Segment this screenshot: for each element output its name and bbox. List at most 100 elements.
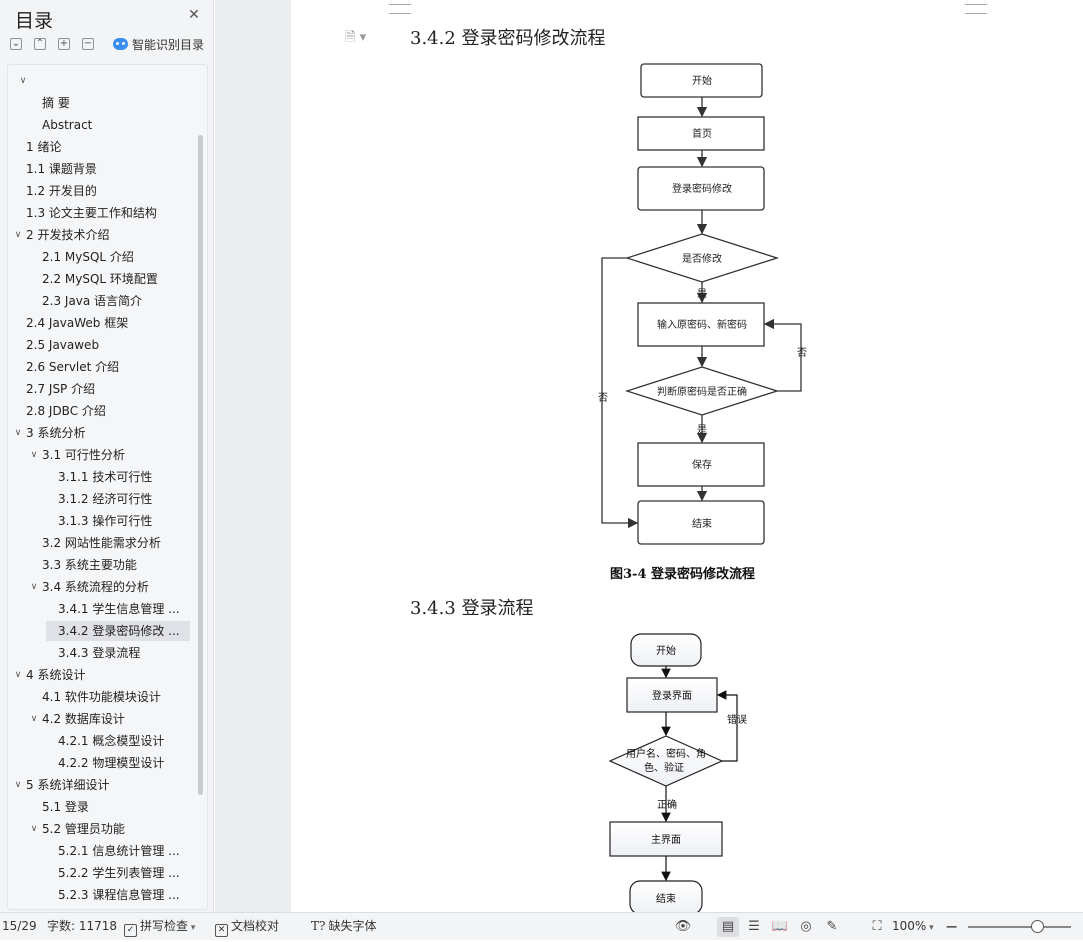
- zoom-slider-handle[interactable]: [1031, 920, 1044, 933]
- close-icon[interactable]: ✕: [188, 7, 200, 23]
- toc-item[interactable]: 3.3 系统主要功能: [42, 558, 137, 572]
- toc-item[interactable]: 3.4.3 登录流程: [58, 646, 141, 660]
- toc-item[interactable]: 2.7 JSP 介绍: [26, 382, 96, 396]
- chevron-down-icon[interactable]: ∨: [30, 714, 38, 724]
- flow-text: 错误: [727, 713, 747, 726]
- eye-icon[interactable]: 👁: [674, 919, 692, 934]
- toc-item[interactable]: 4.2 数据库设计: [42, 712, 125, 726]
- chevron-down-icon[interactable]: ∨: [30, 582, 38, 592]
- smart-toc-label: 智能识别目录: [132, 37, 205, 52]
- toc-item[interactable]: 5.1 登录: [42, 800, 89, 814]
- remove-level-icon[interactable]: −: [82, 38, 94, 50]
- missing-font-button[interactable]: T?缺失字体: [311, 913, 376, 940]
- login-screen-node: [626, 677, 718, 713]
- flow-text: 结束: [656, 892, 676, 905]
- spell-check-button[interactable]: ✓拼写检查 ▾: [124, 913, 195, 940]
- toc-list[interactable]: ∨ 摘 要 Abstract 1 绪论 1.1 课题背景 1.2 开发目的 1.3 论文主要…: [7, 64, 208, 910]
- toc-item[interactable]: 3.2 网站性能需求分析: [42, 536, 161, 550]
- toc-item[interactable]: 2.1 MySQL 介绍: [42, 250, 134, 264]
- flow-save-node: [637, 442, 765, 487]
- read-mode-icon[interactable]: 📖: [771, 919, 789, 934]
- toc-item[interactable]: 2.8 JDBC 介绍: [26, 404, 106, 418]
- zoom-out-icon[interactable]: −: [945, 917, 959, 936]
- flow-text: 否: [797, 347, 807, 359]
- chevron-down-icon[interactable]: ∨: [14, 670, 22, 680]
- chevron-down-icon[interactable]: ∨: [14, 780, 22, 790]
- chevron-down-icon[interactable]: ∨: [30, 450, 38, 460]
- toc-item[interactable]: 1 绪论: [26, 140, 62, 154]
- flow-text: 输入原密码、新密码: [657, 318, 747, 331]
- expand-up-icon[interactable]: ⌃: [34, 38, 46, 50]
- status-bar: 15/29 字数: 11718 ✓拼写检查 ▾ ✕文档校对 T?缺失字体 👁 ▤…: [0, 912, 1083, 940]
- outline-view-icon[interactable]: ☰: [748, 919, 760, 934]
- toc-item[interactable]: 2.2 MySQL 环境配置: [42, 272, 158, 286]
- toc-item[interactable]: 4.2.1 概念模型设计: [58, 734, 165, 748]
- toc-item[interactable]: 2 开发技术介绍: [26, 228, 110, 242]
- zoom-level[interactable]: 100% ▾: [892, 913, 934, 940]
- toc-item[interactable]: 2.6 Servlet 介绍: [26, 360, 120, 374]
- doc-proof-button[interactable]: ✕文档校对: [215, 913, 279, 940]
- toc-item[interactable]: 2.4 JavaWeb 框架: [26, 316, 129, 330]
- toc-item[interactable]: 5.2 管理员功能: [42, 822, 125, 836]
- chevron-down-icon[interactable]: ∨: [14, 428, 22, 438]
- toc-item[interactable]: 1.2 开发目的: [26, 184, 97, 198]
- checkbox-icon: ✓: [124, 924, 137, 937]
- smart-toc-button[interactable]: 智能识别目录: [113, 36, 204, 52]
- missing-font-label: 缺失字体: [328, 919, 377, 933]
- toc-item[interactable]: [16, 71, 192, 91]
- page-indicator[interactable]: 15/29: [2, 919, 37, 933]
- toc-item[interactable]: 3.4.2 登录密码修改 ...: [46, 621, 190, 641]
- flow-input-node: [637, 302, 765, 347]
- zoom-slider-track[interactable]: [968, 926, 1071, 928]
- toc-item[interactable]: 3.1.3 操作可行性: [58, 514, 153, 528]
- toc-item[interactable]: 5.2.2 学生列表管理 ...: [58, 866, 180, 880]
- flowchart-password-change: 开始 首页 登录密码修改 是否修改 是 输入原密码、新密码 否 判断原密码是否正…: [598, 63, 807, 545]
- toc-item[interactable]: 3.1.1 技术可行性: [58, 470, 153, 484]
- page-view-icon[interactable]: ▤: [717, 917, 739, 937]
- font-missing-icon: T?: [311, 919, 326, 933]
- toc-item[interactable]: 3.1 可行性分析: [42, 448, 125, 462]
- document-options-icon[interactable]: 🗎 ▾: [345, 30, 367, 45]
- toc-item[interactable]: 4 系统设计: [26, 668, 86, 682]
- toc-item[interactable]: 2.5 Javaweb: [26, 338, 100, 352]
- flow-text: 色、验证: [644, 761, 684, 774]
- figure-caption: 图3-4 登录密码修改流程: [610, 567, 756, 582]
- toc-item[interactable]: 4.1 软件功能模块设计: [42, 690, 161, 704]
- toc-item[interactable]: 5.2.1 信息统计管理 ...: [58, 844, 180, 858]
- chevron-down-icon: ▾: [926, 923, 934, 933]
- flow-text: 首页: [692, 127, 712, 140]
- toc-item[interactable]: 2.3 Java 语言简介: [42, 294, 143, 308]
- toc-item[interactable]: Abstract: [42, 118, 93, 132]
- fit-page-icon[interactable]: ⛶: [872, 919, 882, 934]
- toc-item[interactable]: 1.3 论文主要工作和结构: [26, 206, 157, 220]
- flow-text: 主界面: [651, 834, 681, 846]
- chevron-down-icon[interactable]: ∨: [30, 824, 38, 834]
- flow-text: 用户名、密码、角: [626, 747, 706, 760]
- web-view-icon[interactable]: ◎: [800, 919, 812, 934]
- toc-item[interactable]: 摘 要: [42, 96, 70, 110]
- page-corner-mark: [389, 4, 411, 14]
- flow-text: 开始: [692, 74, 712, 87]
- toc-item[interactable]: 3.4.1 学生信息管理 ...: [58, 602, 180, 616]
- page-corner-mark: [965, 4, 987, 14]
- toc-item[interactable]: 1.1 课题背景: [26, 162, 97, 176]
- chevron-down-icon: ▾: [188, 923, 196, 933]
- collapse-all-icon[interactable]: ⌄: [10, 38, 22, 50]
- flow-text: 否: [598, 392, 608, 404]
- toc-item[interactable]: 3.1.2 经济可行性: [58, 492, 153, 506]
- spell-check-label: 拼写检查: [140, 919, 189, 933]
- chevron-down-icon[interactable]: ∨: [19, 76, 27, 86]
- toc-scrollbar[interactable]: [198, 135, 203, 795]
- toc-item[interactable]: 3 系统分析: [26, 426, 86, 440]
- toc-item[interactable]: 5 系统详细设计: [26, 778, 110, 792]
- chevron-down-icon[interactable]: ∨: [14, 230, 22, 240]
- flow-text: 登录密码修改: [672, 182, 732, 195]
- toc-item[interactable]: 5.2.3 课程信息管理 ...: [58, 888, 180, 902]
- pen-icon[interactable]: ✎: [826, 919, 838, 934]
- toc-item[interactable]: 4.2.2 物理模型设计: [58, 756, 165, 770]
- toc-item[interactable]: 3.4 系统流程的分析: [42, 580, 149, 594]
- word-count[interactable]: 字数: 11718: [47, 919, 118, 933]
- add-level-icon[interactable]: +: [58, 38, 70, 50]
- flow-text: 登录界面: [652, 689, 692, 702]
